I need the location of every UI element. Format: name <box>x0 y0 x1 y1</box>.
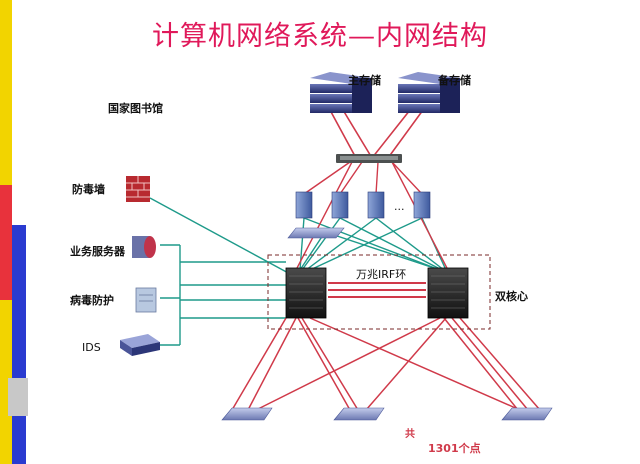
storage-links <box>329 109 424 159</box>
node-count-label: 1301个点 <box>428 442 481 455</box>
library-label: 国家图书馆 <box>108 102 163 115</box>
core-switch-icon <box>285 267 327 319</box>
server-icon <box>132 236 156 258</box>
storage-array-icon <box>310 72 372 113</box>
firewall-icon <box>126 176 150 202</box>
dual-core-box <box>267 254 491 330</box>
total-prefix-label: 共 <box>405 429 415 440</box>
dual-core-label: 双核心 <box>495 290 528 303</box>
antivirus-server-icon <box>135 287 157 313</box>
side-bar-red <box>0 185 12 300</box>
switch-icon <box>287 227 345 239</box>
server-icon <box>413 191 431 219</box>
ids-label: IDS <box>82 341 101 354</box>
core-switch-icon <box>427 267 469 319</box>
irf-ring-links <box>328 282 426 298</box>
server-icon <box>295 191 313 219</box>
switch-icon <box>333 407 385 421</box>
irf-ring-label: 万兆IRF环 <box>356 268 407 281</box>
firewall-label: 防毒墙 <box>72 183 105 196</box>
switch-icon <box>221 407 273 421</box>
page-title: 计算机网络系统—内网结构 <box>152 21 488 52</box>
switch-server-links <box>303 161 423 195</box>
edge-links <box>149 197 293 346</box>
business-server-label: 业务服务器 <box>70 245 125 258</box>
main-storage-label: 主存储 <box>348 74 381 87</box>
server-icon <box>331 191 349 219</box>
ids-appliance-icon <box>120 334 160 356</box>
server-ellipsis: ... <box>394 200 405 213</box>
antivirus-label: 病毒防护 <box>70 294 114 307</box>
access-links <box>231 317 541 411</box>
side-bar-gray <box>8 378 28 416</box>
switch-icon <box>501 407 553 421</box>
switch-icon <box>336 154 402 163</box>
server-core-links <box>299 217 447 271</box>
server-icon <box>367 191 385 219</box>
backup-storage-label: 备存储 <box>438 74 471 87</box>
storage-array-icon <box>398 72 460 113</box>
